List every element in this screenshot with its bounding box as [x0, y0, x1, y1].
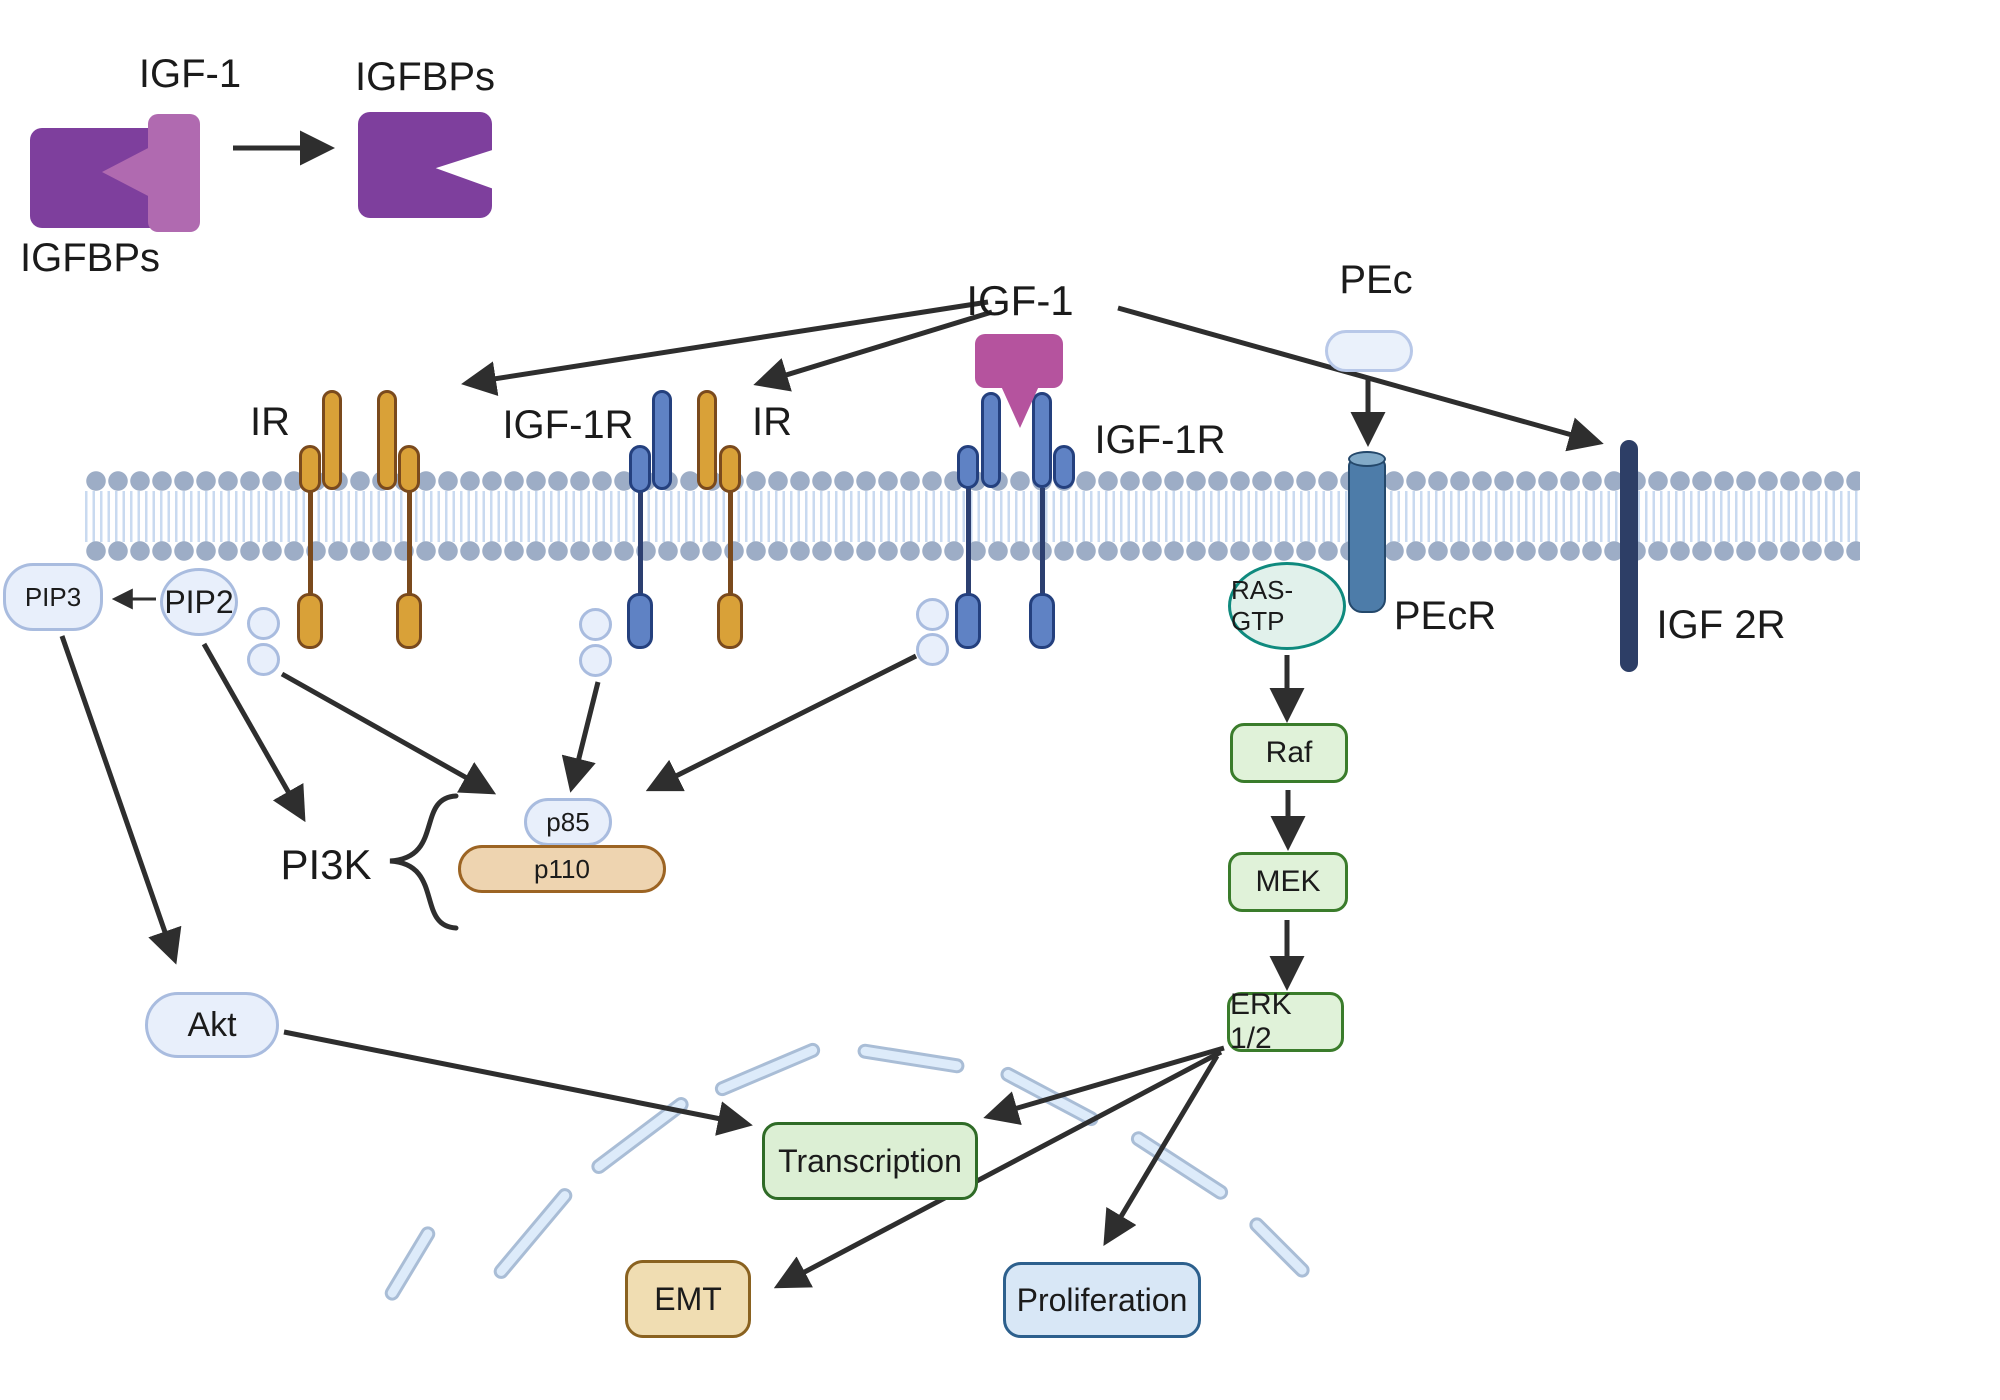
hybrid-kinase-right — [717, 593, 743, 649]
hybrid-adaptor-circle-bottom — [579, 644, 612, 677]
mek-label: MEK — [1255, 865, 1321, 898]
igf1r-label: IGF-1R — [1094, 418, 1226, 462]
igf1r-alpha-left — [981, 392, 1001, 488]
pi3k-brace — [389, 793, 459, 931]
arrow-ir-to-p85 — [280, 671, 497, 795]
arrow-igf1-to-igf2r — [1117, 305, 1604, 452]
igf1r-kinase-left — [955, 593, 981, 649]
hybrid-stalk-right — [728, 492, 733, 597]
ir-kinase-right — [396, 593, 422, 649]
p110-node: p110 — [458, 845, 666, 893]
igf1-ligand-wedge — [1001, 386, 1039, 428]
membrane-inner-heads — [85, 540, 1860, 562]
hybrid-igf1r-alpha — [652, 390, 672, 490]
plasma-membrane — [85, 470, 1860, 562]
raf-node: Raf — [1230, 723, 1348, 783]
mek-node: MEK — [1228, 852, 1348, 912]
pecr-body — [1348, 458, 1386, 613]
igf1r-stalk-right — [1040, 488, 1045, 595]
ir-alpha-right — [377, 390, 397, 490]
p85-node: p85 — [524, 798, 612, 846]
membrane-outer-tails — [85, 491, 1860, 517]
erk-node: ERK 1/2 — [1227, 988, 1344, 1055]
arrow-igf1-to-hybrid — [753, 309, 993, 392]
pi3k-label: PI3K — [280, 841, 372, 888]
arrow-igf1-to-ir — [461, 299, 989, 396]
ir-label: IR — [250, 400, 290, 444]
ir-alpha-left — [322, 390, 342, 490]
igf1-ligand-body — [975, 334, 1063, 388]
hybrid-kinase-left — [627, 593, 653, 649]
arrow-pip2-to-pi3k — [201, 642, 306, 823]
akt-node: Akt — [145, 992, 279, 1058]
pec-label: PEc — [1339, 258, 1413, 302]
igf1r-kinase-right — [1029, 593, 1055, 649]
hybrid-stalk-left — [638, 492, 643, 597]
ir-stalk-right — [407, 492, 412, 597]
arrow-erk-to-emt — [773, 1049, 1223, 1289]
ir-kinase-left — [297, 593, 323, 649]
igf1r-stalk-left — [966, 488, 971, 595]
igf2r-label: IGF 2R — [1656, 603, 1786, 647]
ir-beta-left — [299, 445, 321, 493]
arrow-hybrid-to-p85 — [561, 681, 601, 793]
membrane-inner-tails — [85, 516, 1860, 542]
igfbps-bound-label: IGFBPs — [19, 236, 161, 280]
proliferation-node: Proliferation — [1003, 1262, 1201, 1338]
ir-adaptor-circle-bottom — [247, 643, 280, 676]
proliferation-label: Proliferation — [1016, 1281, 1188, 1318]
hybrid-adaptor-circle-top — [579, 608, 612, 641]
ir-adaptor-circle-top — [247, 607, 280, 640]
ir-beta-right — [398, 445, 420, 493]
pip2-label: PIP2 — [164, 583, 234, 620]
hybrid-igf1r-beta — [629, 445, 651, 493]
hybrid-ir-alpha — [697, 390, 717, 490]
ras-gtp-label: RAS-GTP — [1231, 575, 1294, 636]
akt-label: Akt — [187, 1005, 237, 1044]
arrow-igf1r-to-p85 — [645, 653, 918, 792]
igf1r-adaptor-circle-bottom — [916, 633, 949, 666]
p110-label: p110 — [534, 853, 590, 884]
arrow-akt-to-transcription — [283, 1029, 753, 1136]
arrow-erk-to-proliferation — [1103, 1054, 1220, 1247]
emt-label: EMT — [654, 1280, 722, 1317]
pip2-node: PIP2 — [160, 568, 238, 636]
pecr-top — [1348, 451, 1386, 467]
pecr-label: PEcR — [1393, 594, 1497, 638]
emt-node: EMT — [625, 1260, 751, 1338]
raf-label: Raf — [1265, 736, 1313, 769]
ir-stalk-left — [308, 492, 313, 597]
pec-ligand — [1325, 330, 1413, 372]
igf1r-adaptor-circle-top — [916, 598, 949, 631]
pip3-node: PIP3 — [3, 563, 103, 631]
pip3-label: PIP3 — [24, 581, 82, 612]
igf2r-bar — [1620, 440, 1638, 672]
p85-label: p85 — [546, 806, 590, 837]
igf1-top-label: IGF-1 — [138, 52, 242, 96]
igf1r-beta-left — [957, 445, 979, 489]
transcription-label: Transcription — [778, 1142, 962, 1179]
igf1r-beta-right — [1053, 445, 1075, 489]
ras-gtp-node: RAS-GTP — [1228, 562, 1346, 650]
igf1-center-label: IGF-1 — [966, 277, 1074, 324]
arrow-pip3-to-akt — [59, 635, 182, 965]
transcription-node: Transcription — [762, 1122, 978, 1200]
igf1-bound-shape — [148, 114, 200, 232]
hybrid-igf1r-label: IGF-1R — [502, 403, 634, 447]
hybrid-ir-label: IR — [752, 400, 792, 444]
arrow-erk-to-transcription — [983, 1045, 1225, 1125]
erk-label: ERK 1/2 — [1230, 988, 1292, 1055]
hybrid-ir-beta — [719, 445, 741, 493]
igfbps-free-label: IGFBPs — [354, 55, 496, 99]
igf1-bound-wedge — [102, 146, 152, 198]
